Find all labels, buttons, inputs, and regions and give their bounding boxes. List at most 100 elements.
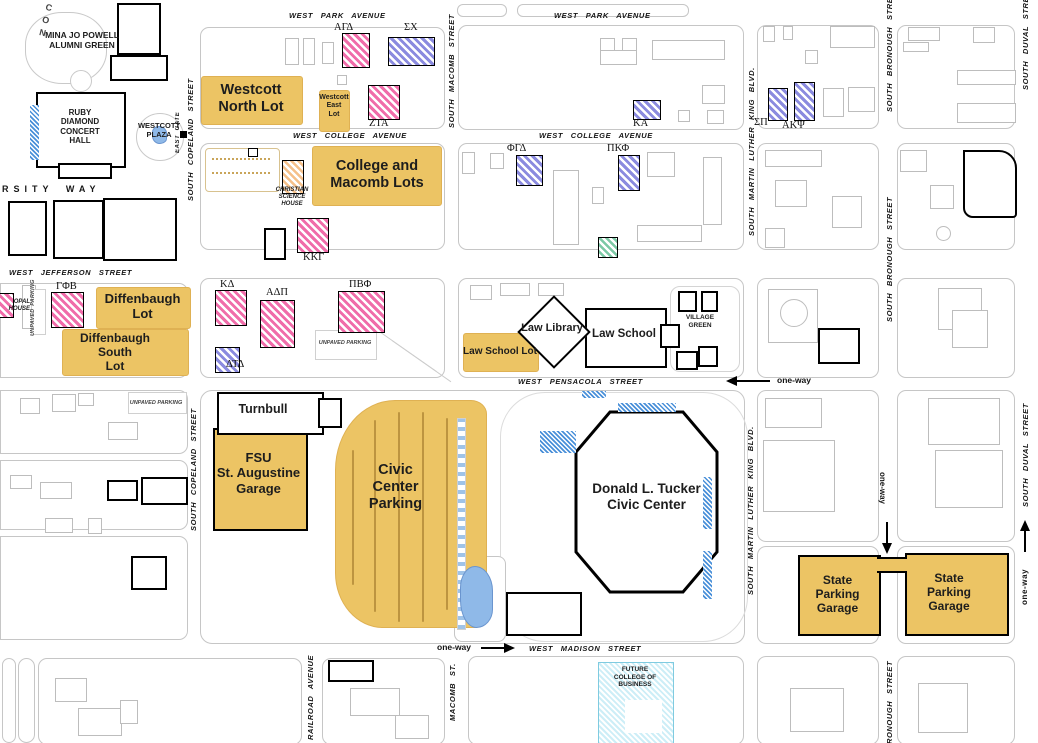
- building-outline: [553, 170, 579, 245]
- college-macomb-lots-label: College and Macomb Lots: [330, 158, 424, 192]
- zeta-tau-alpha-label: ΖΤΑ: [369, 118, 389, 129]
- westcott-building: [117, 3, 161, 55]
- college-macomb-lots: [312, 146, 442, 206]
- christian-science-house-label: CHRISTIAN SCIENCE HOUSE: [275, 187, 309, 208]
- building: [818, 328, 860, 364]
- alumni-green-lawn: [25, 12, 107, 84]
- building-outline: [462, 152, 475, 174]
- civic-center-parking-label: Civic Center Parking: [368, 462, 423, 513]
- westcott-plaza-label: WESTCOTT PLAZA: [137, 121, 181, 139]
- building-outline: [823, 88, 844, 117]
- city-block: [2, 658, 16, 743]
- accessible-parking-marks: [540, 431, 576, 453]
- delta-tau-delta-label: ΔΤΔ: [226, 359, 245, 370]
- garden-path: [212, 172, 270, 174]
- ruby-diamond-wing: [58, 163, 112, 179]
- sigma-pi-label: ΣΠ: [754, 117, 768, 128]
- law-school-label: Law School: [592, 328, 656, 340]
- kappa-delta-label: ΚΔ: [220, 279, 235, 290]
- building: [107, 480, 138, 501]
- fsu-st-augustine-garage: [213, 428, 308, 531]
- state-parking-garage-east: [905, 553, 1009, 636]
- pi-beta-phi-label: ΠΒΦ: [349, 279, 372, 290]
- pi-kappa-phi-label: ΠΚΦ: [607, 143, 630, 154]
- building-outline: [395, 715, 429, 739]
- accessible-parking-marks: [582, 391, 606, 398]
- building-outline: [848, 87, 875, 112]
- street-west-park-avenue: WEST PARK AVENUE: [554, 11, 651, 20]
- accessible-parking-marks: [703, 477, 712, 529]
- building-outline: [702, 85, 725, 104]
- turnbull-label: Turnbull: [238, 402, 288, 416]
- westcott-north-lot: [201, 76, 303, 125]
- street-south-duval: SOUTH DUVAL STREET: [1021, 403, 1030, 507]
- campus-building: [103, 198, 177, 261]
- crosswalk-marks: [30, 105, 39, 160]
- garage-bridge: [877, 557, 907, 573]
- state-parking-garage-west: [798, 555, 881, 636]
- campus-building: [8, 201, 47, 256]
- street-west-college-avenue: WEST COLLEGE AVENUE: [539, 131, 653, 140]
- building-outline: [903, 42, 929, 52]
- street-mlk-blvd: SOUTH MARTIN LUTHER KING BLVD.: [746, 426, 755, 595]
- unpaved-parking-label: UNPAVED PARKING: [129, 400, 183, 406]
- delta-tau-delta-house: [215, 347, 240, 373]
- building-outline: [40, 482, 72, 499]
- building-outline: [783, 26, 793, 40]
- building-outline: [918, 683, 968, 733]
- building-outline: [936, 226, 951, 241]
- kappa-kappa-gamma-house: [297, 218, 329, 253]
- building-outline: [957, 70, 1016, 85]
- building-outline: [973, 27, 995, 43]
- one-way-label: one-way: [777, 375, 812, 385]
- building-outline: [832, 196, 862, 228]
- building-outline: [78, 393, 94, 406]
- law-school-lot-label: Law School Lot: [463, 346, 537, 357]
- ruby-diamond-label: RUBY DIAMOND CONCERT HALL: [60, 108, 100, 146]
- pink-hatched-building-partial: [0, 293, 14, 318]
- state-garage-east-label: State Parking Garage: [926, 571, 971, 614]
- alpha-kappa-psi-house: [794, 82, 815, 121]
- building-outline: [790, 688, 844, 732]
- building-outline: [120, 700, 138, 724]
- kappa-alpha-house: [633, 100, 661, 120]
- building-outline: [600, 50, 637, 65]
- unpaved-lot-outline: [31, 289, 46, 335]
- westcott-east-lot: [319, 90, 350, 132]
- street-south-copeland: SOUTH COPELAND STREET: [189, 408, 198, 531]
- one-way-label: one-way: [437, 642, 472, 652]
- parking-aisle: [352, 450, 354, 585]
- village-green-building: [678, 291, 697, 312]
- village-green-building: [701, 291, 718, 312]
- tucker-civic-center-building: [574, 410, 719, 594]
- building-outline: [285, 38, 299, 65]
- accessible-parking-marks: [703, 551, 712, 599]
- building-outline: [108, 422, 138, 440]
- building-outline: [703, 157, 722, 225]
- street-west-pensacola: WEST PENSACOLA STREET: [518, 377, 643, 386]
- city-block: [18, 658, 35, 743]
- one-way-arrow-north: [1018, 520, 1031, 552]
- campus-building: [248, 148, 258, 157]
- westcott-north-lot-label: Westcott North Lot: [218, 82, 284, 116]
- building-outline: [928, 398, 1000, 445]
- sigma-chi-house: [388, 37, 435, 66]
- unpaved-parking-label: UNPAVED PARKING: [318, 340, 372, 346]
- building-outline: [470, 285, 492, 300]
- unpaved-lot-outline: [128, 392, 187, 414]
- unpaved-lot-outline: [315, 330, 377, 360]
- one-way-arrow-south: [880, 522, 893, 554]
- building-outline: [678, 110, 690, 122]
- one-way-label: one-way: [1020, 568, 1029, 606]
- building-outline: [957, 103, 1016, 123]
- building-outline: [20, 398, 40, 414]
- building-outline: [52, 394, 76, 412]
- parking-aisle: [422, 412, 424, 622]
- building-outline: [830, 26, 875, 48]
- street-west-jefferson: WEST JEFFERSON STREET: [9, 268, 133, 277]
- building-outline: [707, 110, 724, 124]
- building-outline: [637, 225, 702, 242]
- building-outline: [765, 228, 785, 248]
- building-outline: [908, 27, 940, 41]
- campus-building: [264, 228, 286, 260]
